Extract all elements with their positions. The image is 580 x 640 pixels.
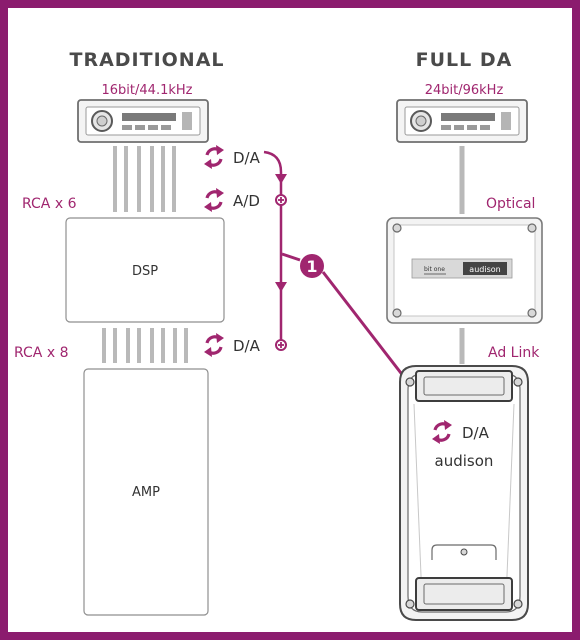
callout-marker: 1 [300,254,324,278]
callout-number: 1 [306,257,317,276]
dsp-label: DSP [132,264,158,279]
amp-brand-label: audison [435,452,494,470]
dsp-box [65,217,225,323]
traditional-heading: TRADITIONAL [69,49,224,71]
conversion-label-2: A/D [233,192,260,210]
amp-box [83,368,209,616]
optical-label: Optical [486,196,535,212]
rca-output-label: RCA x 8 [14,345,68,361]
car-stereo-icon [396,99,528,143]
ad-link-label: Ad Link [488,345,540,361]
conversion-label-1: D/A [233,149,261,167]
rca-cables-output [102,328,188,363]
traditional-source-format: 16bit/44.1kHz [102,83,193,98]
dsp-processor-icon: bit one audison [386,217,543,324]
full-da-heading: FULL DA [416,49,513,71]
rca-cables-input [113,146,176,212]
amp-label: AMP [132,485,160,500]
rca-input-label: RCA x 6 [22,196,77,212]
full-da-source-format: 24bit/96kHz [425,83,504,98]
amplifier-icon: audison [399,365,529,621]
conversion-label-3: D/A [233,337,261,355]
car-stereo-icon [77,99,209,143]
processor-brand-label: audison [469,265,500,274]
processor-model-label: bit one [424,266,445,273]
amp-conversion-label: D/A [462,424,490,442]
